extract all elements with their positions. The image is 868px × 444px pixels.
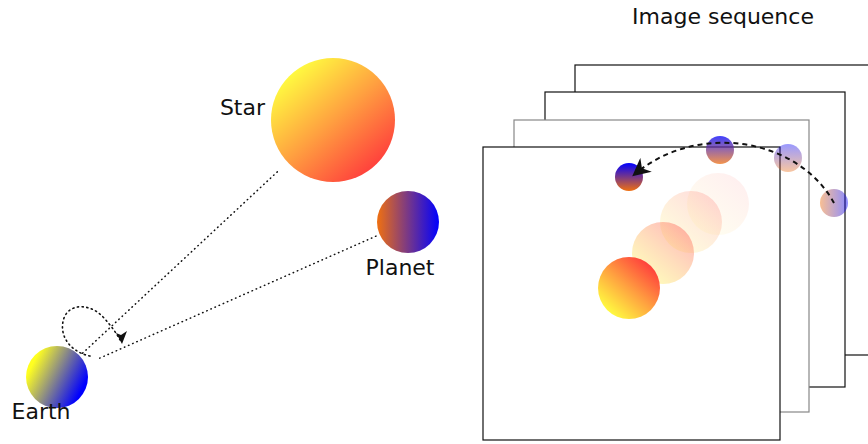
body-label: Star [220,96,265,120]
image-frames [483,65,868,440]
earth-circle: Earth [26,346,88,408]
body-label: Earth [12,400,71,424]
sight-line [83,172,278,353]
body-disc [26,346,88,408]
body-label: Planet [366,256,435,280]
sight-line [98,236,376,359]
circle-outline [271,58,395,182]
section-heading: Image sequence [632,5,814,29]
star-sequence [598,173,749,319]
star-circle: Star [271,58,395,182]
circle-outline [377,191,439,253]
planet-sequence [615,136,848,217]
planet-circle: Planet [377,191,439,253]
circle-outline [26,346,88,408]
body-disc [271,58,395,182]
body-disc [377,191,439,253]
